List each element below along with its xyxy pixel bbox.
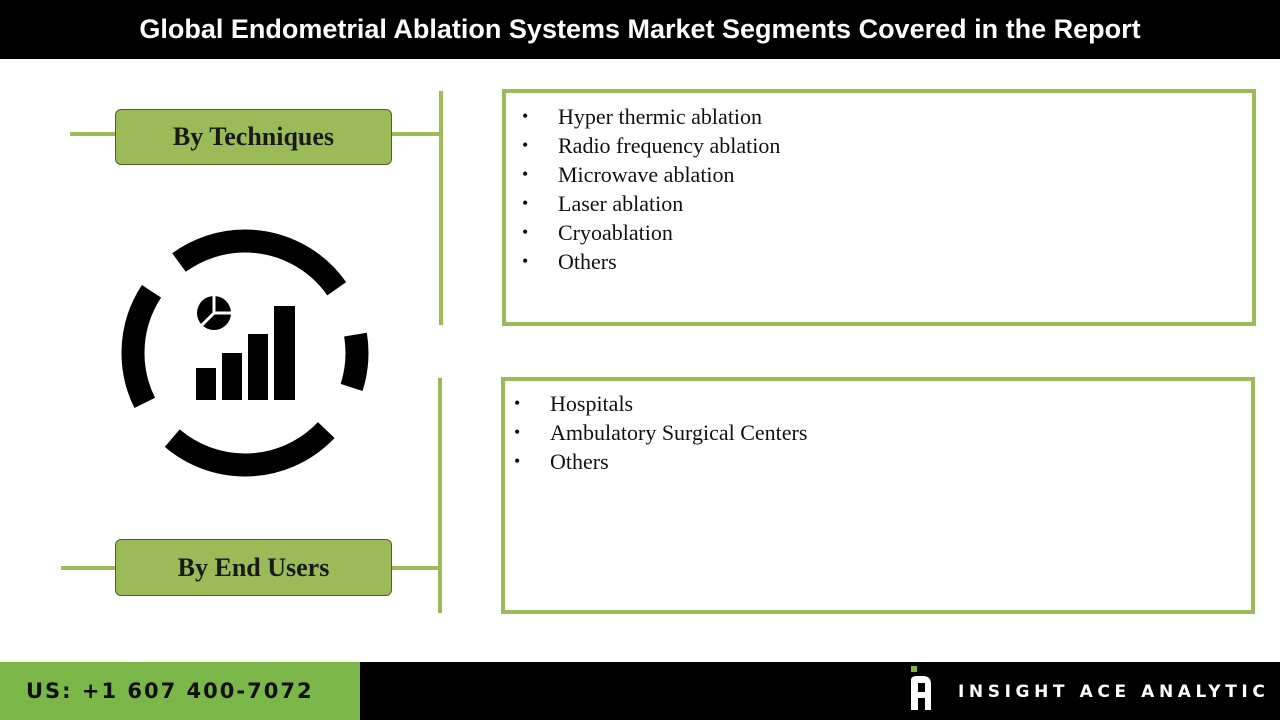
- list-item: •Hyper thermic ablation: [522, 104, 763, 129]
- bracket-end-users: [438, 378, 442, 613]
- list-item: •Radio frequency ablation: [522, 133, 781, 158]
- brand-name: INSIGHT ACE ANALYTIC: [958, 682, 1270, 702]
- connector-end-users-left: [61, 566, 116, 570]
- list-item: •Ambulatory Surgical Centers: [514, 420, 808, 445]
- insight-ace-logo-icon: [911, 666, 931, 710]
- phone-number: US: +1 607 400-7072: [26, 679, 314, 703]
- footer-brand-bar: INSIGHT ACE ANALYTIC: [360, 662, 1280, 720]
- list-item: •Others: [514, 449, 609, 474]
- list-item: •Laser ablation: [522, 191, 684, 216]
- connector-techniques-right: [391, 132, 441, 136]
- bracket-techniques: [439, 91, 443, 325]
- connector-techniques-left: [70, 132, 116, 136]
- techniques-panel: •Hyper thermic ablation •Radio frequency…: [502, 89, 1256, 326]
- list-item: •Cryoablation: [522, 220, 673, 245]
- connector-end-users-right: [391, 566, 441, 570]
- segment-label-end-users: By End Users: [115, 539, 392, 596]
- list-item: •Microwave ablation: [522, 162, 735, 187]
- footer-contact: US: +1 607 400-7072: [0, 662, 360, 720]
- end-users-panel: •Hospitals •Ambulatory Surgical Centers …: [501, 377, 1255, 614]
- analytics-chart-icon: [121, 229, 369, 477]
- list-item: •Others: [522, 249, 617, 274]
- page-title: Global Endometrial Ablation Systems Mark…: [0, 0, 1280, 59]
- segment-label-techniques: By Techniques: [115, 109, 392, 165]
- list-item: •Hospitals: [514, 391, 634, 416]
